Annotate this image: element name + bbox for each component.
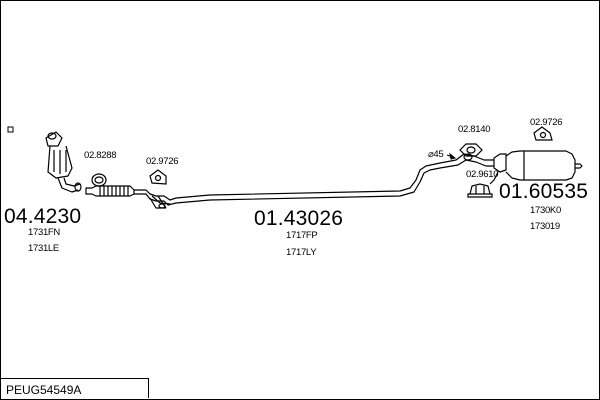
front-gasket-drawing[interactable] bbox=[91, 173, 107, 187]
rear-silencer-ref-1: 1730K0 bbox=[530, 205, 561, 216]
catalyst-ref-2: 1731LE bbox=[28, 243, 59, 254]
catalyst-drawing[interactable] bbox=[45, 131, 82, 193]
middle-pipe-ref-1: 1717FP bbox=[286, 230, 318, 241]
rear-gasket-drawing[interactable] bbox=[459, 143, 483, 157]
rear-mount-drawing[interactable] bbox=[533, 126, 553, 141]
diameter-arrow bbox=[446, 152, 457, 160]
pipe-diameter-label: ⌀45 bbox=[428, 149, 444, 160]
reference-box: PEUG54549A bbox=[1, 378, 149, 398]
rear-mount-part-number[interactable]: 02.9726 bbox=[530, 117, 563, 128]
rear-clamp-drawing[interactable] bbox=[467, 183, 493, 198]
front-gasket-part-number[interactable]: 02.8288 bbox=[84, 150, 117, 161]
catalyst-ref-1: 1731FN bbox=[28, 227, 60, 238]
corner-marker bbox=[7, 126, 14, 133]
middle-pipe-drawing[interactable] bbox=[85, 162, 441, 209]
rear-silencer-ref-2: 173019 bbox=[530, 221, 560, 232]
catalyst-part-number[interactable]: 04.4230 bbox=[4, 205, 82, 228]
rear-clamp-part-number[interactable]: 02.9610 bbox=[466, 169, 499, 180]
middle-pipe-ref-2: 1717LY bbox=[286, 247, 317, 258]
front-mount-drawing[interactable] bbox=[149, 169, 167, 185]
middle-pipe-part-number[interactable]: 01.43026 bbox=[254, 207, 344, 230]
rear-silencer-part-number[interactable]: 01.60535 bbox=[499, 180, 589, 203]
rear-gasket-part-number[interactable]: 02.8140 bbox=[458, 124, 491, 135]
reference-code: PEUG54549A bbox=[6, 383, 82, 397]
rear-silencer-drawing[interactable] bbox=[439, 150, 583, 185]
front-mount-part-number[interactable]: 02.9726 bbox=[146, 156, 179, 167]
